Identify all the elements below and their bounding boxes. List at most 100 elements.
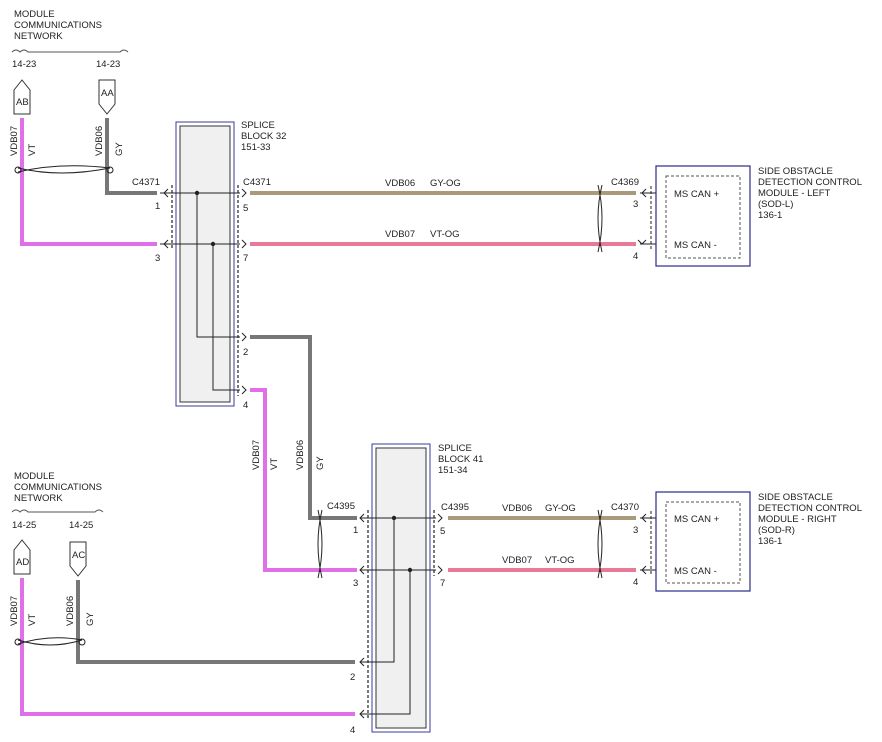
- wire-color-gy-top: GY: [114, 142, 125, 156]
- bottom-wire1-color: GY-OG: [545, 503, 576, 514]
- module-left-title-2: DETECTION CONTROL: [758, 177, 862, 188]
- splice32-title-2: BLOCK 32: [241, 131, 286, 142]
- connector-ad-icon[interactable]: [13, 539, 31, 575]
- network-bottom-page-left: 14-25: [12, 520, 36, 531]
- connector-aa-icon[interactable]: [98, 79, 116, 115]
- twisted-pair-c4369-icon: [597, 184, 603, 253]
- module-right-title-3: MODULE - RIGHT: [758, 514, 837, 525]
- splice41-title-3: 151-34: [438, 465, 468, 476]
- splice32-title-3: 151-33: [241, 142, 271, 153]
- module-right-title-5: 136-1: [758, 536, 782, 547]
- module-left-pin-minus: MS CAN -: [674, 240, 717, 251]
- pin-2-splice41: 2: [350, 672, 355, 683]
- wire-label-vdb07-bottom: VDB07: [9, 596, 20, 626]
- module-right-title-4: (SOD-R): [758, 525, 795, 536]
- module-sod-right[interactable]: MS CAN + MS CAN - SIDE OBSTACLE DETECTIO…: [655, 491, 862, 592]
- bottom-run: VDB06 GY-OG VDB07 VT-OG C4370 3 4: [448, 502, 660, 588]
- splice41-title-2: BLOCK 41: [438, 454, 483, 465]
- pin-7-splice32: 7: [243, 253, 248, 264]
- module-left-title-5: 136-1: [758, 210, 782, 221]
- bottom-wire2-circuit: VDB07: [502, 555, 532, 566]
- network-bottom-bracket: [11, 509, 104, 513]
- bottom-wire2-color: VT-OG: [545, 555, 575, 566]
- connector-aa-label: AA: [101, 88, 114, 99]
- module-left-title-3: MODULE - LEFT: [758, 188, 831, 199]
- conn-c4371-left-label: C4371: [132, 177, 160, 188]
- connector-ac-label: AC: [72, 550, 85, 561]
- between-vdb07-circuit: VDB07: [251, 440, 262, 470]
- pin-3-top: 3: [155, 253, 160, 264]
- between-vdb06-circuit: VDB06: [295, 440, 306, 470]
- wire-vdb07-between[interactable]: [250, 388, 357, 572]
- network-bottom-title-2: COMMUNICATIONS: [14, 482, 102, 493]
- connector-ad-label: AD: [16, 557, 29, 568]
- splice-block-32[interactable]: SPLICE BLOCK 32 151-33 C4371 5 7 2 4: [160, 120, 286, 411]
- pin-4-c4369: 4: [633, 251, 638, 262]
- wire-vdb07-top[interactable]: [20, 118, 157, 246]
- splice32-title-1: SPLICE: [241, 120, 275, 131]
- between-splices: VDB07 VT VDB06 GY C4395 1 3: [250, 335, 358, 589]
- wire-vdb06-between[interactable]: [250, 335, 357, 520]
- conn-c4395-left-label: C4395: [327, 501, 355, 512]
- top-wire1-circuit: VDB06: [385, 178, 415, 189]
- pin-3-splice41: 3: [353, 578, 358, 589]
- network-top-title-3: NETWORK: [14, 31, 63, 42]
- wire-color-vt-top: VT: [27, 144, 38, 156]
- conn-c4370-label: C4370: [611, 502, 639, 513]
- network-bottom-title-3: NETWORK: [14, 493, 63, 504]
- pin-4-splice32: 4: [243, 400, 248, 411]
- twisted-pair-c4395-icon: [317, 509, 323, 579]
- pin-5-splice41: 5: [440, 526, 445, 537]
- network-top-page-left: 14-23: [12, 59, 36, 70]
- pin-7-splice41: 7: [440, 578, 445, 589]
- module-sod-left[interactable]: MS CAN + MS CAN - SIDE OBSTACLE DETECTIO…: [655, 165, 862, 267]
- module-left-title-4: (SOD-L): [758, 199, 793, 210]
- pin-3-c4370: 3: [633, 525, 638, 536]
- module-right-title-2: DETECTION CONTROL: [758, 503, 862, 514]
- pin-4-splice41: 4: [350, 725, 355, 736]
- connector-ab-icon[interactable]: [13, 79, 31, 115]
- top-wire2-color: VT-OG: [430, 229, 460, 240]
- network-top-title-1: MODULE: [14, 9, 55, 20]
- top-wire1-color: GY-OG: [430, 178, 461, 189]
- wire-vdb06-bottom[interactable]: [76, 580, 355, 664]
- wire-color-vt-bottom: VT: [27, 614, 38, 626]
- twisted-pair-bottom-icon: [17, 637, 83, 646]
- wire-vdb06-top[interactable]: [105, 118, 157, 195]
- pin-3-c4369: 3: [633, 199, 638, 210]
- conn-c4369-label: C4369: [611, 177, 639, 188]
- top-wire2-circuit: VDB07: [385, 229, 415, 240]
- network-bottom-page-right: 14-25: [69, 520, 93, 531]
- module-left-pin-plus: MS CAN +: [674, 189, 720, 200]
- wire-label-vdb06-bottom: VDB06: [65, 596, 76, 626]
- pin-1-top: 1: [155, 201, 160, 212]
- conn-c4371-right-label: C4371: [243, 177, 271, 188]
- wire-label-vdb06-top: VDB06: [94, 126, 105, 156]
- wire-vdb07-bottom[interactable]: [20, 578, 355, 716]
- module-left-title-1: SIDE OBSTACLE: [758, 166, 833, 177]
- bottom-wire1-circuit: VDB06: [502, 503, 532, 514]
- module-right-pin-plus: MS CAN +: [674, 514, 720, 525]
- connector-ab-label: AB: [16, 97, 29, 108]
- wire-label-vdb07-top: VDB07: [9, 126, 20, 156]
- pin-4-c4370: 4: [633, 577, 638, 588]
- network-bottom: MODULE COMMUNICATIONS NETWORK 14-25 14-2…: [9, 471, 355, 736]
- splice41-title-1: SPLICE: [438, 443, 472, 454]
- pin-1-splice41: 1: [353, 525, 358, 536]
- connector-ac-icon[interactable]: [69, 541, 87, 577]
- twisted-pair-c4370-icon: [597, 509, 603, 579]
- twisted-pair-top-icon: [17, 165, 111, 174]
- between-vdb07-color: VT: [269, 458, 280, 470]
- module-right-title-1: SIDE OBSTACLE: [758, 492, 833, 503]
- top-run: VDB06 GY-OG VDB07 VT-OG C4369 3 4: [250, 177, 660, 262]
- network-top-page-right: 14-23: [96, 59, 120, 70]
- splice-block-41[interactable]: SPLICE BLOCK 41 151-34 C4395 5 7: [359, 443, 483, 733]
- network-top-title-2: COMMUNICATIONS: [14, 20, 102, 31]
- network-bottom-title-1: MODULE: [14, 471, 55, 482]
- network-top: MODULE COMMUNICATIONS NETWORK 14-23 14-2…: [9, 9, 160, 264]
- wire-color-gy-bottom: GY: [85, 612, 96, 626]
- network-top-bracket: [11, 49, 129, 53]
- conn-c4395-right-label: C4395: [441, 502, 469, 513]
- pin-2-splice32: 2: [243, 347, 248, 358]
